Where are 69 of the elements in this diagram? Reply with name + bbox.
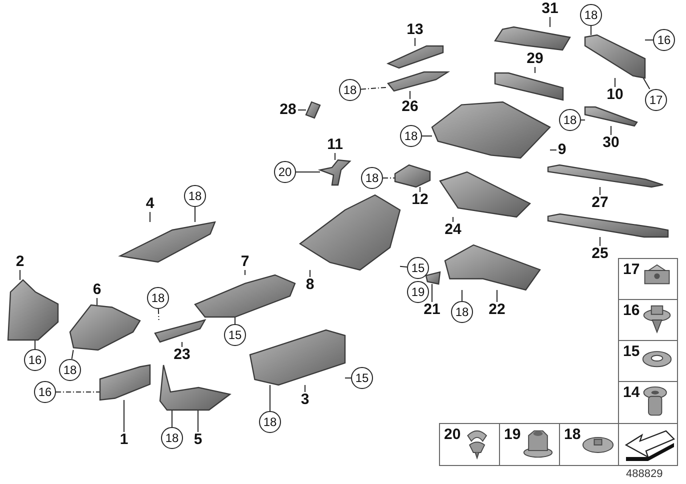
- leader-line: [234, 316, 236, 324]
- callout-number: 18: [259, 411, 281, 433]
- callout-number: 18: [451, 301, 473, 323]
- callout-number: 18: [184, 185, 206, 207]
- leader-line: [642, 78, 650, 90]
- callout-number: 18: [400, 125, 422, 147]
- leader-line: [610, 126, 612, 136]
- leader-line: [590, 26, 592, 36]
- part-number: 19: [504, 427, 521, 443]
- leader-line: [96, 298, 98, 306]
- leader-line: [360, 86, 388, 90]
- callout-number: 18: [161, 427, 183, 449]
- heat-shield-drawing: [250, 330, 345, 385]
- callout-number: 18: [580, 4, 602, 26]
- heat-shield-drawing: [548, 214, 668, 237]
- callout-number: 20: [274, 161, 296, 183]
- callout-number: 18: [147, 287, 169, 309]
- callout-number: 18: [361, 167, 383, 189]
- reference-number: 488829: [626, 468, 663, 480]
- leader-line: [496, 290, 498, 302]
- leader-line: [614, 78, 616, 88]
- heat-shield-drawing: [495, 27, 570, 50]
- heat-shield-drawing: [426, 272, 440, 284]
- leader-line: [400, 266, 408, 268]
- heat-shield-drawing: [585, 107, 637, 126]
- callout-number: 19: [407, 281, 429, 303]
- leader-line: [244, 270, 246, 276]
- heat-shield-drawing: [70, 305, 140, 350]
- heat-shield-drawing: [395, 165, 430, 187]
- heat-shield-drawing: [100, 365, 150, 400]
- heat-shield-drawing: [585, 35, 645, 78]
- callout-number: 16: [653, 29, 675, 51]
- leader-line: [534, 66, 536, 74]
- heat-shield-drawing: [388, 46, 443, 68]
- part-number: 18: [564, 427, 581, 443]
- part-number: 14: [623, 385, 640, 401]
- callout-number: 18: [59, 359, 81, 381]
- heat-shield-drawing: [445, 245, 540, 290]
- heat-shield-drawing: [548, 165, 663, 187]
- callout-number: 17: [645, 89, 667, 111]
- callout-number: 18: [339, 79, 361, 101]
- leader-line: [71, 350, 74, 360]
- part-number: 17: [623, 262, 640, 278]
- heat-shield-drawing: [120, 222, 215, 262]
- heat-shield-drawing: [155, 320, 205, 342]
- leader-line: [304, 384, 306, 392]
- part-number: 15: [623, 344, 640, 360]
- leader-line: [34, 340, 36, 350]
- leader-line: [334, 152, 336, 160]
- heat-shield-drawing: [8, 280, 58, 340]
- heat-shield-drawing: [388, 72, 448, 91]
- callout-number: 15: [351, 367, 373, 389]
- leader-line: [414, 38, 416, 46]
- heat-shield-drawing: [320, 160, 350, 185]
- heat-shield-drawing: [440, 172, 530, 217]
- heat-shield-drawing: [195, 275, 295, 317]
- heat-shield-drawing: [300, 195, 400, 270]
- callout-number: 16: [34, 381, 56, 403]
- heat-shield-drawing: [160, 365, 230, 410]
- heat-shield-drawing: [306, 102, 320, 118]
- callout-number: 18: [559, 109, 581, 131]
- leader-line: [194, 206, 196, 222]
- leader-line: [158, 308, 160, 320]
- callout-number: 16: [24, 349, 46, 371]
- callout-number: 15: [224, 324, 246, 346]
- part-number: 16: [623, 303, 640, 319]
- part-number: 20: [444, 427, 461, 443]
- leader-line: [452, 216, 454, 222]
- callout-number: 15: [407, 257, 429, 279]
